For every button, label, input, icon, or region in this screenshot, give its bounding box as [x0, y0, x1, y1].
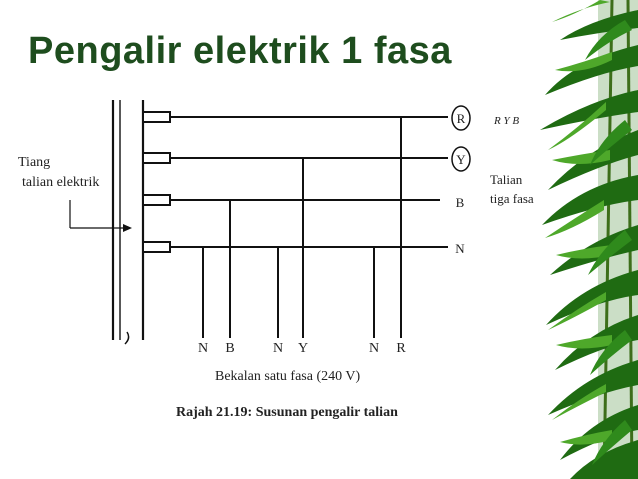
pole-label: Tiang talian elektrik: [18, 155, 132, 232]
figure-caption: Rajah 21.19: Susunan pengalir talian: [176, 405, 398, 420]
phase-labels: R Y B N: [451, 105, 471, 256]
pole-label-line2: talian elektrik: [22, 175, 99, 190]
drop-label-4: Y: [298, 341, 308, 356]
phase-y-label: Y: [456, 152, 466, 167]
phase-n-label: N: [455, 241, 465, 256]
phase-y-circle: [451, 146, 471, 172]
pole: [111, 100, 145, 345]
drop-label-6: R: [396, 341, 406, 356]
supply-label: Bekalan satu fasa (240 V): [215, 369, 360, 384]
phase-r-circle: [451, 105, 471, 131]
handwritten-note: R Y B: [493, 115, 519, 127]
pole-label-line1: Tiang: [18, 155, 50, 170]
drop-label-3: N: [273, 341, 283, 356]
drop-label-2: B: [225, 341, 234, 356]
drop-label-1: N: [198, 341, 208, 356]
phase-r-label: R: [457, 111, 466, 126]
insulators: [142, 111, 171, 253]
side-label-line2: tiga fasa: [490, 191, 534, 206]
arrow-head-icon: [123, 224, 132, 232]
drop-labels: N B N Y N R: [198, 341, 406, 356]
side-label-line1: Talian: [490, 172, 523, 187]
drop-lines: [202, 117, 402, 338]
slide-title: Pengalir elektrik 1 fasa: [28, 30, 452, 72]
conductors: [170, 116, 448, 248]
phase-b-label: B: [456, 195, 465, 210]
drop-label-5: N: [369, 341, 379, 356]
